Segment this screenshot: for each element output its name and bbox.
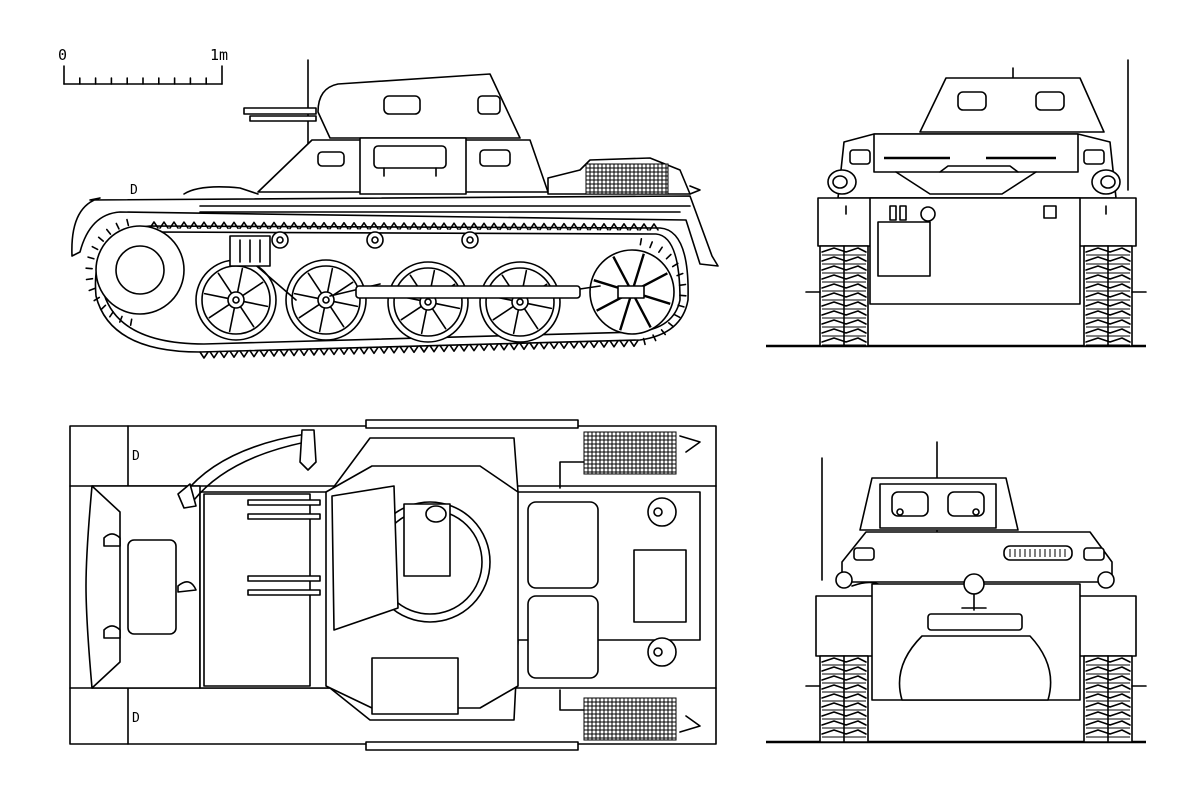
scale-bar-end-label: 1m: [210, 46, 228, 64]
svg-text:D: D: [130, 183, 138, 198]
svg-text:D: D: [132, 449, 140, 464]
front-view: [766, 59, 1147, 348]
scale-bar: 0 1m: [58, 46, 228, 85]
rear-view: [766, 441, 1147, 744]
side-view: D: [71, 59, 719, 359]
svg-text:D: D: [132, 711, 140, 726]
scale-bar-start-label: 0: [58, 46, 67, 64]
top-view: D D: [69, 419, 717, 751]
